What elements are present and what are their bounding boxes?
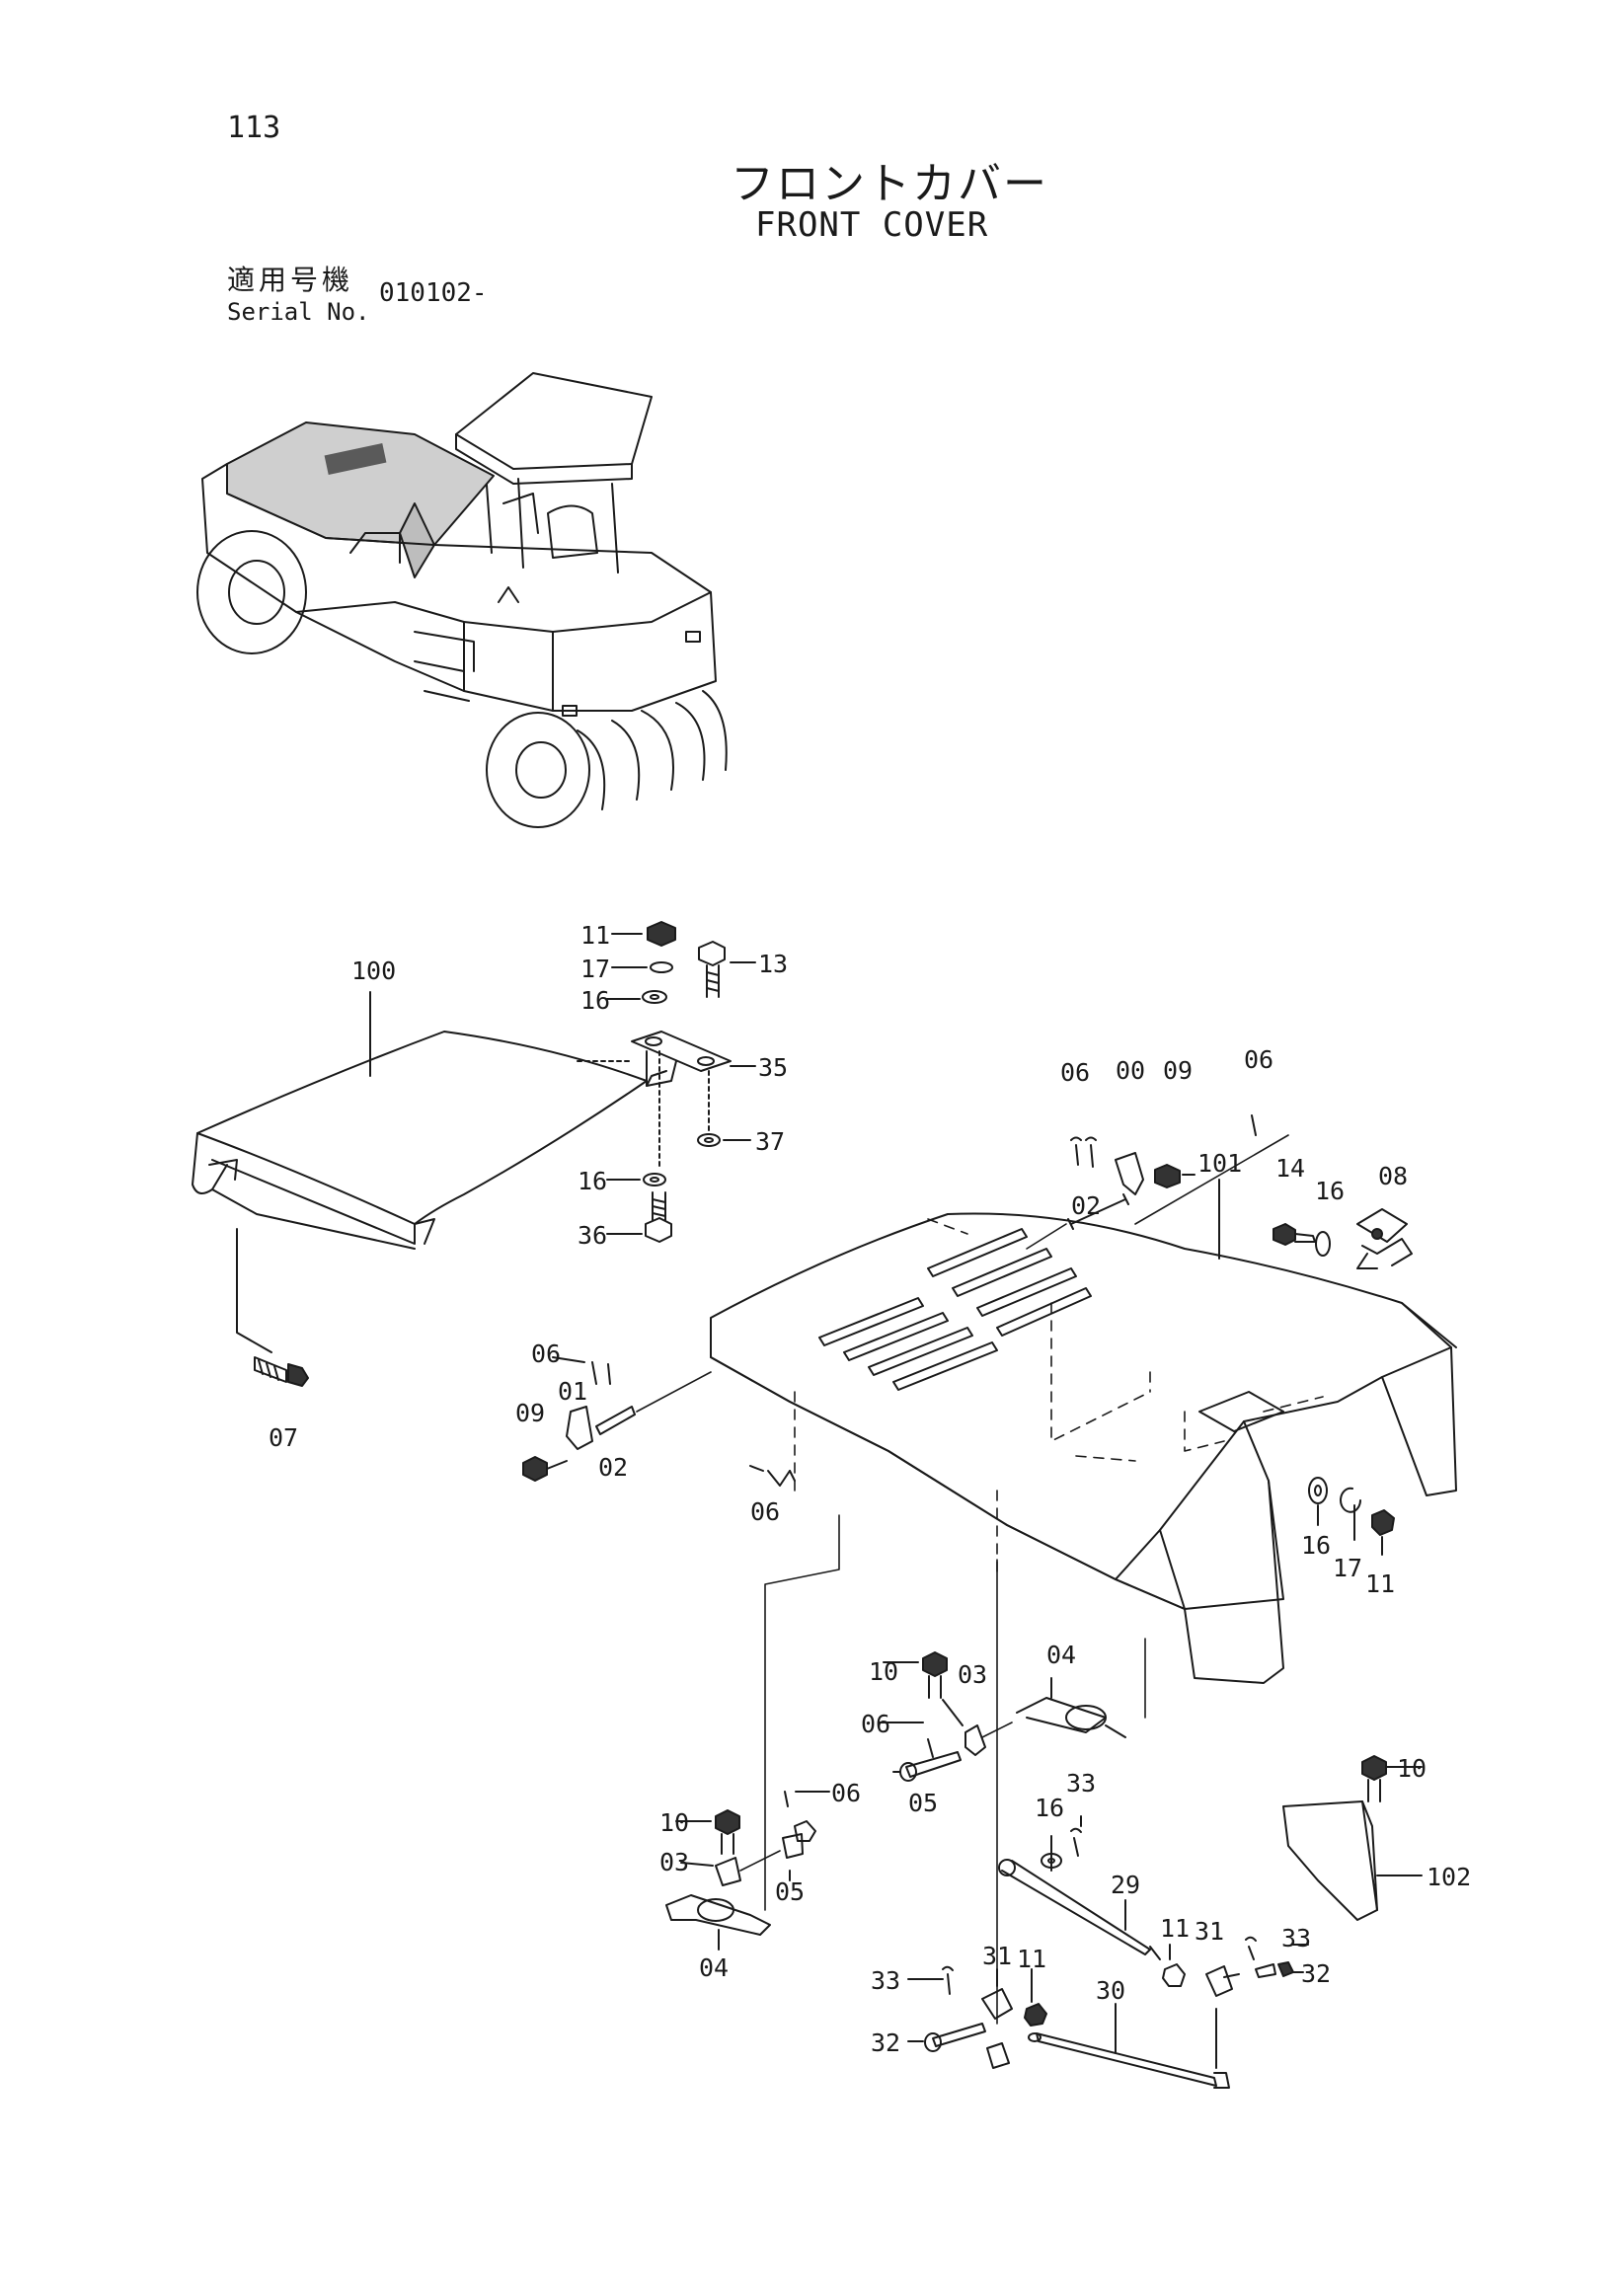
stay-rod-assembly <box>907 1815 1309 2089</box>
callout-label: 06 <box>750 1497 780 1526</box>
callout-label: 33 <box>871 1966 900 1995</box>
callout-label: 17 <box>1333 1554 1362 1582</box>
callout-label: 06 <box>1244 1045 1273 1074</box>
title-english: FRONT COVER <box>755 205 989 245</box>
callout-label: 11 <box>580 921 610 950</box>
hinge-assembly-left <box>522 1356 796 1487</box>
callout-label: 05 <box>775 1877 805 1906</box>
callout-label: 06 <box>1060 1058 1090 1087</box>
serial-label-english: Serial No. <box>227 298 370 326</box>
callout-label: 13 <box>758 950 788 978</box>
machine-illustration <box>196 372 728 828</box>
serial-label-japanese: 適用号機 <box>227 264 354 296</box>
bolt-07 <box>254 1356 309 1387</box>
title-japanese: フロントカバー <box>731 159 1048 209</box>
fasteners-right <box>1308 1477 1395 1556</box>
callout-label: 35 <box>758 1053 788 1082</box>
callout-label: 09 <box>1163 1056 1193 1085</box>
callout-label: 11 <box>1365 1569 1395 1598</box>
callout-label: 11 <box>1160 1914 1190 1943</box>
callout-label: 06 <box>831 1779 861 1807</box>
serial-number-value: 010102- <box>379 278 488 308</box>
callout-label: 31 <box>982 1942 1012 1970</box>
callout-label: 10 <box>1397 1754 1427 1783</box>
callout-label: 30 <box>1096 1976 1125 2005</box>
callout-label: 09 <box>515 1399 545 1427</box>
callout-labels: 100 11 17 16 13 35 37 16 36 06 00 09 06 … <box>269 921 1471 2057</box>
callout-label: 16 <box>578 1167 607 1195</box>
latch-assembly <box>1273 1208 1413 1269</box>
callout-label: 02 <box>598 1453 628 1482</box>
callout-label: 14 <box>1275 1154 1305 1183</box>
callout-label: 16 <box>1301 1531 1331 1560</box>
callout-label: 04 <box>1046 1641 1076 1669</box>
callout-label: 05 <box>908 1789 938 1817</box>
callout-label: 11 <box>1017 1945 1046 1973</box>
gas-spring-right <box>878 1559 1146 2025</box>
callout-label: 36 <box>578 1221 607 1250</box>
gas-spring-left <box>665 1514 840 1951</box>
callout-label: 07 <box>269 1423 298 1452</box>
callout-label: 16 <box>580 986 610 1015</box>
callout-label: 37 <box>755 1127 785 1156</box>
callout-label: 01 <box>558 1377 587 1406</box>
callout-label: 06 <box>861 1710 890 1738</box>
callout-label: 33 <box>1066 1769 1096 1798</box>
callout-label: 101 <box>1197 1149 1242 1178</box>
callout-label: 32 <box>1301 1959 1331 1988</box>
page-number: 113 <box>227 111 281 145</box>
callout-label: 03 <box>659 1848 689 1876</box>
callout-label: 17 <box>580 955 610 983</box>
callout-label: 03 <box>958 1660 987 1689</box>
callout-label: 16 <box>1315 1177 1345 1205</box>
front-cover-part-100 <box>192 991 648 1353</box>
hinge-assembly-right <box>1026 1114 1289 1250</box>
callout-label: 04 <box>699 1953 729 1982</box>
callout-label: 08 <box>1378 1162 1408 1190</box>
bracket-part-102 <box>1282 1755 1423 1921</box>
callout-label: 100 <box>351 957 396 985</box>
callout-label: 00 <box>1116 1056 1145 1085</box>
front-cover-part-101 <box>710 1179 1457 1684</box>
callout-label: 29 <box>1111 1871 1140 1899</box>
callout-label: 16 <box>1035 1794 1064 1822</box>
callout-label: 10 <box>869 1657 898 1686</box>
callout-label: 31 <box>1195 1917 1224 1946</box>
callout-label: 32 <box>871 2028 900 2057</box>
callout-label: 33 <box>1281 1924 1311 1952</box>
callout-label: 06 <box>531 1339 561 1368</box>
callout-label: 10 <box>659 1808 689 1837</box>
hinge-assembly-top <box>606 921 756 1243</box>
callout-label: 02 <box>1071 1191 1101 1220</box>
callout-label: 102 <box>1427 1863 1471 1891</box>
